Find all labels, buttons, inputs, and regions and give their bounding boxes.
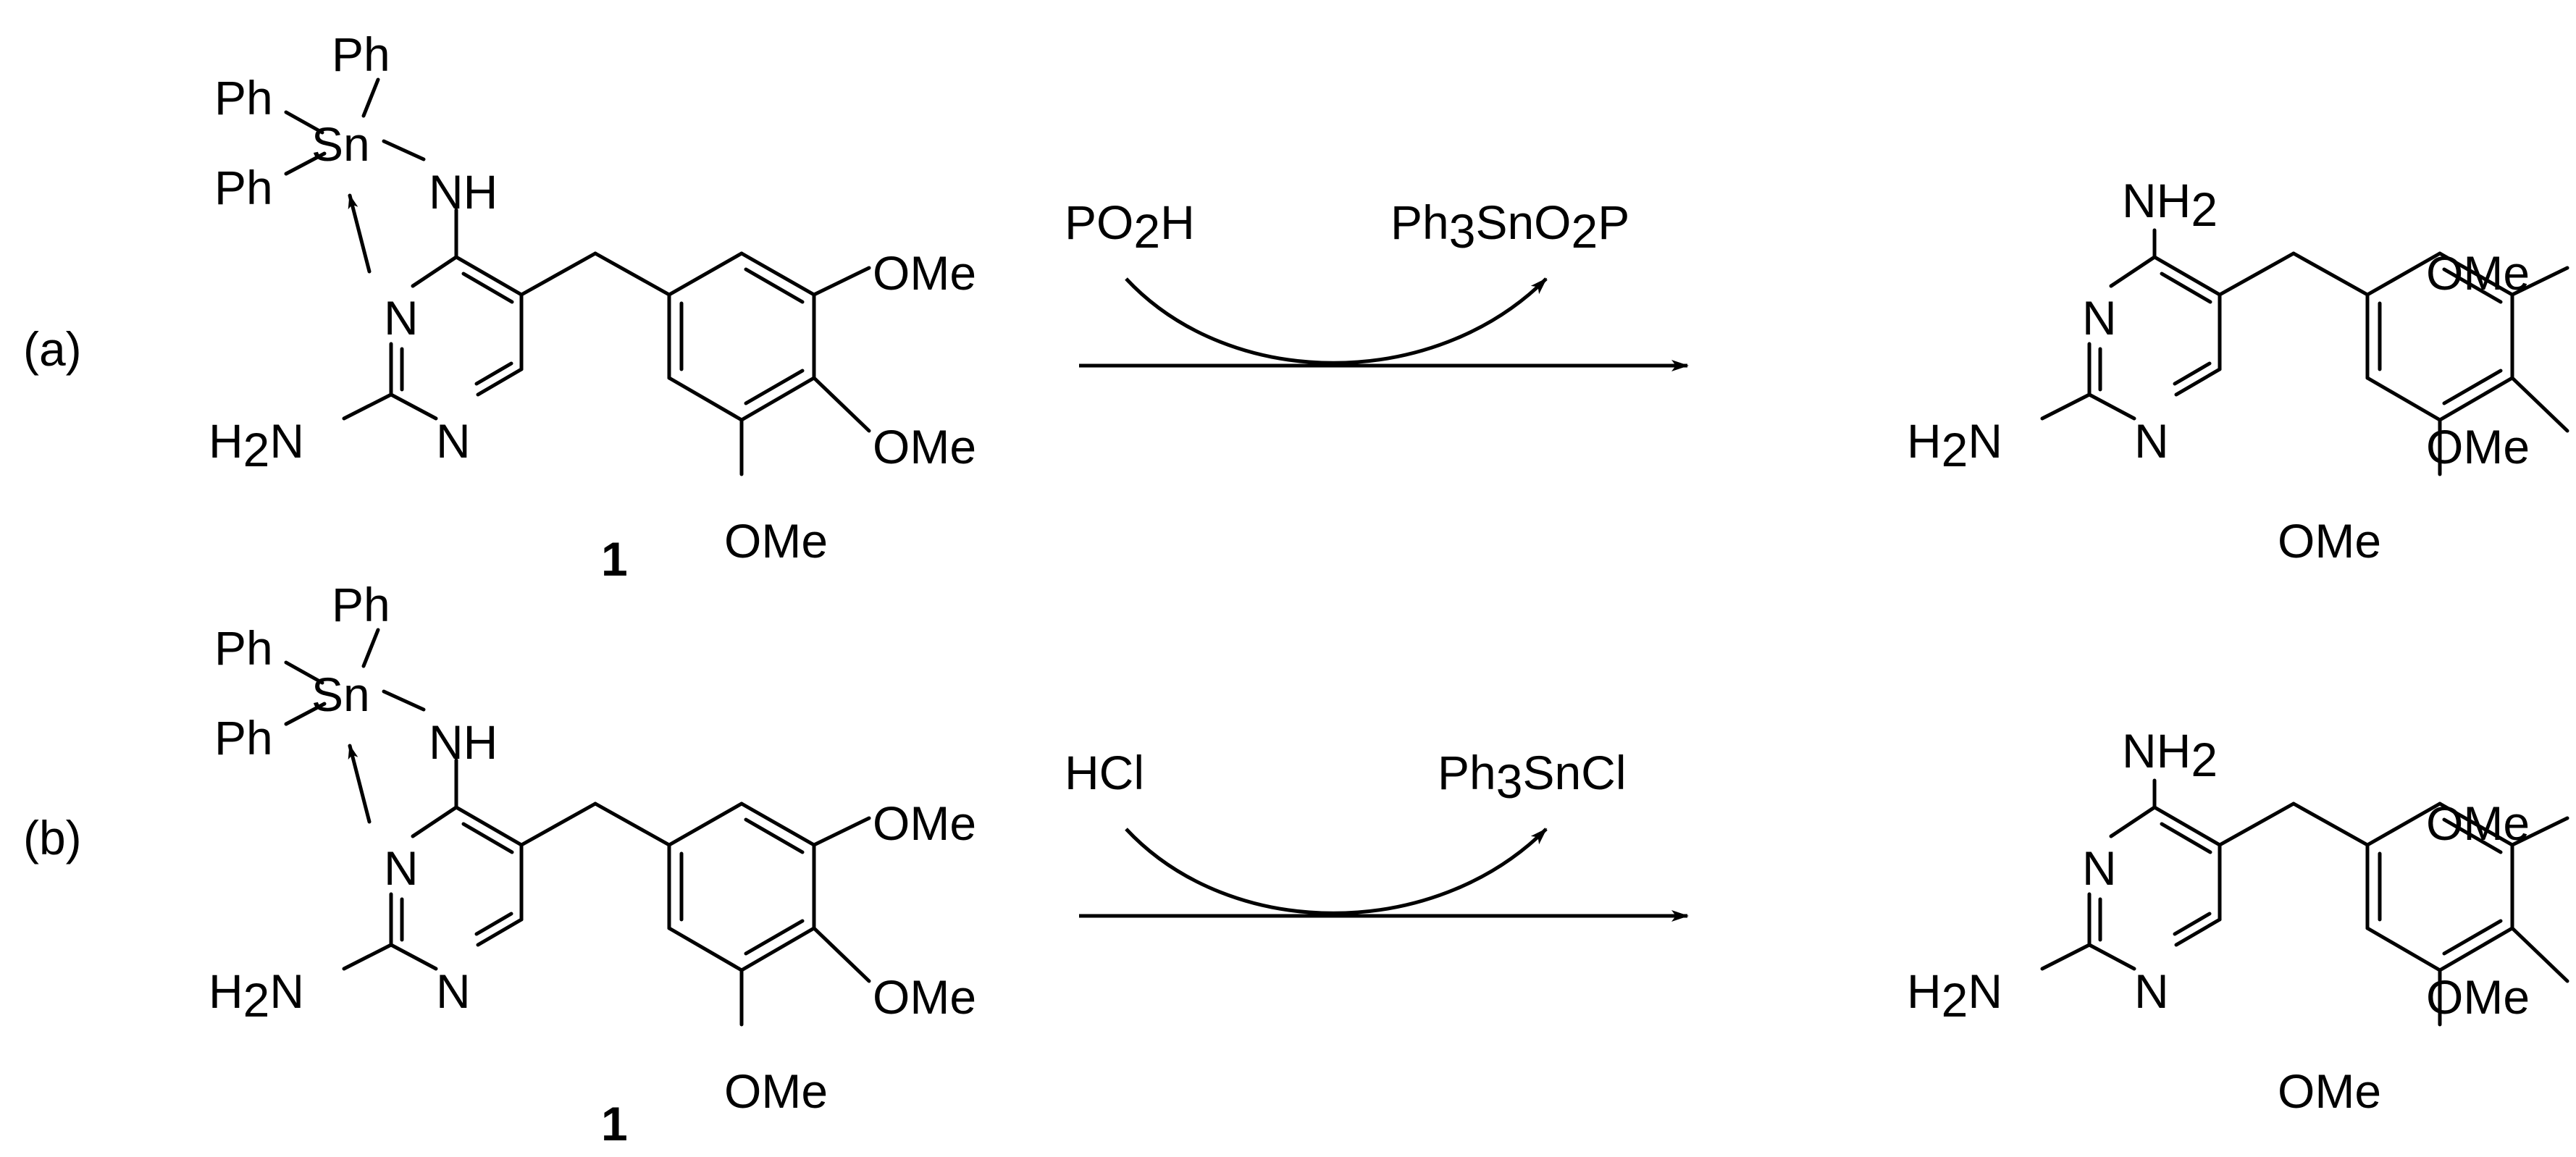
compound-number: 1 [601, 532, 628, 586]
amino-label: H2N [209, 414, 304, 476]
ring-n-label: N [384, 291, 419, 345]
nh-label: NH [429, 165, 498, 219]
sn-label: Sn [311, 668, 370, 721]
reagent-a: PO2H [1065, 195, 1195, 258]
amino-label: H2N [1907, 964, 2002, 1027]
methoxy-label: OMe [2278, 514, 2381, 568]
ring-n-label: N [2082, 291, 2117, 345]
amino-label: H2N [1907, 414, 2002, 476]
ph-label: Ph [332, 28, 390, 81]
methoxy-label: OMe [2426, 970, 2530, 1024]
row-b-label: (b) [23, 811, 82, 864]
methoxy-label: OMe [873, 246, 976, 300]
ring-n-label: N [2134, 964, 2169, 1018]
ring-n-label: N [384, 841, 419, 895]
row-b: (b) Ph Ph Sn Ph NH N N H2N OMe OMe OMe 1… [23, 578, 2567, 1150]
row-a: (a) Ph Ph Sn Ph NH N N H2N OMe OMe OMe 1… [23, 28, 2567, 586]
ring-n-label: N [436, 414, 471, 468]
methoxy-label: OMe [2426, 246, 2530, 300]
methoxy-label: OMe [724, 1064, 828, 1118]
byproduct-b: Ph3SnCl [1438, 746, 1627, 808]
methoxy-label: OMe [2426, 796, 2530, 850]
reaction-arrow-a [1079, 279, 1687, 366]
ph-label: Ph [332, 578, 390, 631]
compound-number: 1 [601, 1097, 628, 1150]
methoxy-label: OMe [2426, 420, 2530, 474]
row-a-label: (a) [23, 322, 82, 376]
amino-label: NH2 [2122, 724, 2218, 786]
ring-n-label: N [2082, 841, 2117, 895]
byproduct-a: Ph3SnO2P [1390, 195, 1629, 258]
ph-label: Ph [214, 161, 273, 214]
reagent-b: HCl [1065, 746, 1144, 799]
methoxy-label: OMe [873, 420, 976, 474]
reactant-a-bonds [286, 80, 869, 474]
methoxy-label: OMe [2278, 1064, 2381, 1118]
reactant-b-bonds [286, 630, 869, 1025]
methoxy-label: OMe [873, 796, 976, 850]
ph-label: Ph [214, 621, 273, 675]
sn-label: Sn [311, 117, 370, 171]
methoxy-label: OMe [724, 514, 828, 568]
amino-label: H2N [209, 964, 304, 1027]
ph-label: Ph [214, 71, 273, 125]
methoxy-label: OMe [873, 970, 976, 1024]
ring-n-label: N [2134, 414, 2169, 468]
ring-n-label: N [436, 964, 471, 1018]
ph-label: Ph [214, 711, 273, 765]
amino-label: NH2 [2122, 174, 2218, 236]
reaction-arrow-b [1079, 829, 1687, 916]
nh-label: NH [429, 715, 498, 769]
